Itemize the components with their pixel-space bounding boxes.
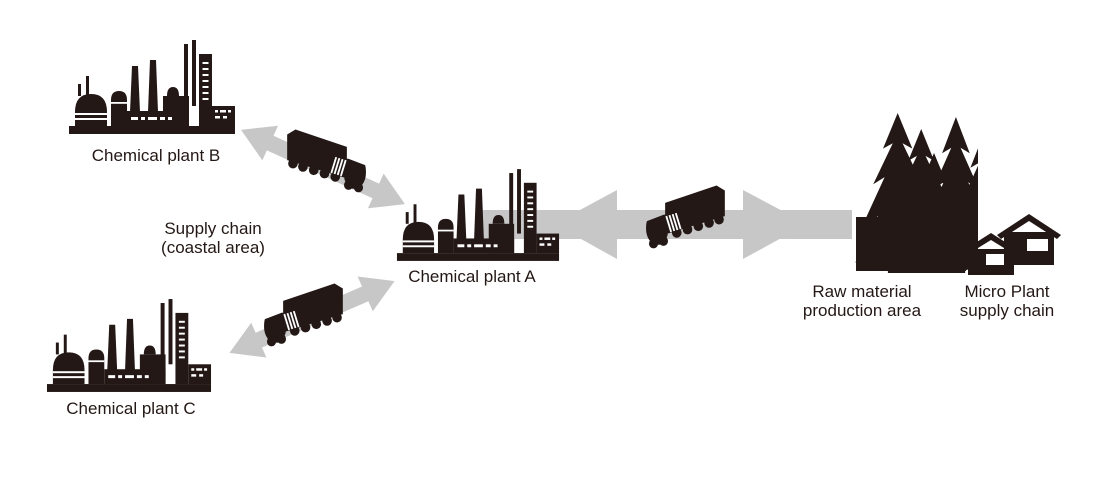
truck-icon (258, 281, 358, 349)
label-plant-b: Chemical plant B (56, 146, 256, 165)
forest-icon (786, 107, 978, 273)
label-plant-c: Chemical plant C (31, 399, 231, 418)
houses-icon (961, 214, 1061, 275)
factory-icon (67, 38, 237, 138)
label-coastal-supply-chain: Supply chain (coastal area) (113, 219, 313, 257)
plant-b-label-text: Chemical plant B (91, 146, 221, 165)
factory-icon (45, 297, 213, 396)
raw-material-line1: Raw material (812, 282, 912, 301)
truck-icon (272, 127, 372, 195)
plant-a-label-text: Chemical plant A (408, 267, 536, 286)
micro-plant-line2: supply chain (959, 301, 1055, 320)
raw-material-line2: production area (802, 301, 922, 320)
coastal-supply-chain-line1: Supply chain (164, 219, 262, 238)
label-micro-plant: Micro Plant supply chain (907, 282, 1107, 320)
plant-c-label-text: Chemical plant C (66, 399, 196, 418)
truck-icon (640, 183, 740, 251)
factory-icon (395, 167, 561, 265)
micro-plant-line1: Micro Plant (964, 282, 1050, 301)
label-plant-a: Chemical plant A (372, 267, 572, 286)
coastal-supply-chain-line2: (coastal area) (161, 238, 265, 257)
label-raw-material-area: Raw material production area (762, 282, 962, 320)
